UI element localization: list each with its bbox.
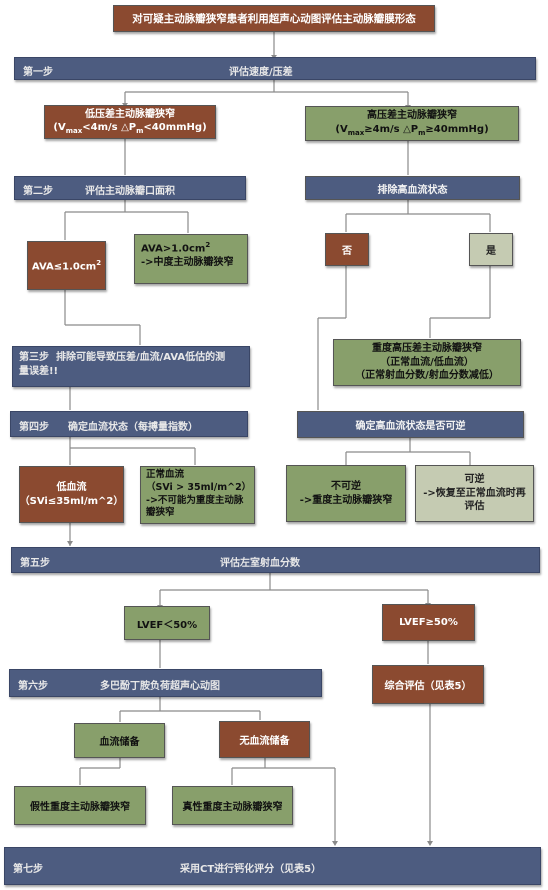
irreversible-line2: ->重度主动脉瓣狭窄 [299, 494, 393, 506]
irreversible-box: 不可逆 ->重度主动脉瓣狭窄 [286, 465, 406, 522]
no-box: 否 [325, 233, 369, 266]
lvef-low-text: LVEF＜50% [136, 619, 198, 631]
step7-bar: 第七步 采用CT进行钙化评分（见表5） [4, 847, 541, 885]
step3-label: 第三步 [19, 352, 49, 363]
low-cond2: <40mmHg) [143, 122, 207, 134]
high-vsub: max [347, 128, 365, 137]
high-gradient-criteria: (Vmax≥4m/s △Pm≥40mmHg) [335, 123, 489, 137]
low-gradient-criteria: (Vmax<4m/s △Pm<40mmHg) [53, 122, 207, 136]
step3-bar: 第三步 排除可能导致压差/血流/AVA低估的测 量误差!! [12, 346, 250, 387]
high-cond2: ≥40mmHg) [425, 123, 489, 135]
reversible-line1: 可逆 [464, 474, 485, 486]
pseudo-severe-box: 假性重度主动脉瓣狭窄 [14, 786, 146, 825]
step4-bar: 第四步 确定血流状态（每搏量指数） [10, 411, 248, 437]
no-flow-reserve-text: 无血流储备 [239, 736, 290, 747]
high-v: V [339, 123, 348, 135]
no-flow-reserve-box: 无血流储备 [219, 721, 310, 758]
low-vsub: max [65, 127, 83, 136]
step3-text: 排除可能导致压差/血流/AVA低估的测 [55, 352, 226, 363]
reversible-question-text: 确定高血流状态是否可逆 [355, 421, 466, 432]
lvef-high-text: LVEF≥50% [399, 617, 458, 628]
low-gradient-box: 低压差主动脉瓣狭窄 (Vmax<4m/s △Pm<40mmHg) [44, 105, 216, 139]
exclude-high-flow-box: 排除高血流状态 [305, 176, 520, 200]
low-v: V [57, 122, 66, 134]
step3-line1: 第三步 排除可能导致压差/血流/AVA低估的测 [19, 351, 243, 365]
comprehensive-box: 综合评估（见表5） [372, 665, 484, 704]
step2-bar: 第二步 评估主动脉瓣口面积 [14, 176, 246, 200]
low-gradient-title: 低压差主动脉瓣狭窄 [85, 108, 175, 120]
step6-text: 多巴酚丁胺负荷超声心动图 [100, 681, 220, 692]
normal-flow-line1: 正常血流 [146, 469, 185, 480]
ava-small-text: AVA≤1.0cm2 [32, 259, 101, 272]
ava-large-value: AVA>1.0cm2 [141, 241, 247, 256]
low-flow-line2: （SVi≤35ml/m^2） [19, 495, 124, 507]
true-severe-box: 真性重度主动脉瓣狭窄 [172, 786, 293, 825]
high-gradient-box: 高压差主动脉瓣狭窄 (Vmax≥4m/s △Pm≥40mmHg) [305, 106, 519, 141]
severe-high-box: 重度高压差主动脉瓣狭窄 （正常血流/低血流） （正常射血分数/射血分数减低） [333, 339, 521, 386]
normal-flow-box: 正常血流 （SVi > 35ml/m^2） ->不可能为重度主动脉 瓣狭窄 [140, 466, 255, 524]
normal-flow-line3: ->不可能为重度主动脉 [146, 494, 244, 506]
ava-small-sup: 2 [96, 258, 102, 267]
exclude-high-flow-text: 排除高血流状态 [377, 184, 448, 196]
step5-label: 第五步 [20, 558, 50, 569]
step2-label: 第二步 [23, 186, 53, 197]
high-cond1: ≥4m/s △P [364, 123, 419, 135]
reversible-line2: ->恢复至正常血流时再 [423, 487, 526, 499]
step7-label: 第七步 [13, 864, 43, 875]
ava-large-sup: 2 [205, 241, 211, 249]
low-flow-line1: 低血流 [56, 482, 87, 493]
flow-reserve-text: 血流储备 [99, 737, 140, 748]
low-cond1: <4m/s △P [82, 122, 137, 134]
lvef-high-box: LVEF≥50% [382, 604, 475, 641]
step3-line2: 量误差!! [19, 365, 59, 377]
irreversible-line1: 不可逆 [331, 481, 361, 492]
flow-reserve-box: 血流储备 [74, 723, 165, 758]
step1-bar: 第一步 评估速度/压差 [14, 57, 536, 80]
pseudo-severe-text: 假性重度主动脉瓣狭窄 [30, 802, 130, 813]
title-box: 对可疑主动脉瓣狭窄患者利用超声心动图评估主动脉瓣膜形态 [113, 5, 435, 32]
ava-small-value: AVA≤1.0cm [31, 261, 97, 273]
step4-text: 确定血流状态（每搏量指数） [68, 422, 198, 433]
step6-bar: 第六步 多巴酚丁胺负荷超声心动图 [9, 669, 322, 697]
ava-large-text: AVA>1.0cm [141, 243, 206, 255]
yes-box: 是 [469, 233, 513, 266]
step7-text: 采用CT进行钙化评分（见表5） [180, 864, 322, 875]
high-psub: m [418, 128, 426, 137]
no-label: 否 [342, 246, 352, 257]
step1-text: 评估速度/压差 [229, 67, 293, 78]
severe-high-line2: （正常血流/低血流） [380, 356, 474, 368]
step5-bar: 第五步 评估左室射血分数 [11, 547, 540, 573]
severe-high-line3: （正常射血分数/射血分数减低） [355, 370, 499, 382]
ava-large-box: AVA>1.0cm2 ->中度主动脉瓣狭窄 [134, 234, 248, 284]
step1-label: 第一步 [23, 67, 53, 78]
low-psub: m [136, 127, 144, 136]
low-flow-box: 低血流 （SVi≤35ml/m^2） [19, 466, 124, 523]
normal-flow-line4: 瓣狭窄 [146, 507, 175, 519]
step5-text: 评估左室射血分数 [220, 558, 300, 569]
true-severe-text: 真性重度主动脉瓣狭窄 [182, 802, 283, 813]
reversible-question-box: 确定高血流状态是否可逆 [297, 411, 524, 438]
lvef-low-box: LVEF＜50% [124, 606, 210, 640]
ava-small-box: AVA≤1.0cm2 [27, 241, 106, 290]
reversible-box: 可逆 ->恢复至正常血流时再 评估 [415, 465, 534, 522]
step4-label: 第四步 [19, 422, 49, 433]
yes-label: 是 [486, 246, 496, 257]
title-text: 对可疑主动脉瓣狭窄患者利用超声心动图评估主动脉瓣膜形态 [132, 13, 416, 25]
step6-label: 第六步 [18, 681, 48, 692]
comprehensive-text: 综合评估（见表5） [384, 681, 472, 692]
high-gradient-title: 高压差主动脉瓣狭窄 [367, 110, 457, 122]
severe-high-line1: 重度高压差主动脉瓣狭窄 [372, 343, 482, 355]
reversible-line3: 评估 [464, 501, 485, 513]
step2-text: 评估主动脉瓣口面积 [85, 186, 175, 197]
ava-large-result: ->中度主动脉瓣狭窄 [141, 256, 234, 268]
normal-flow-line2: （SVi > 35ml/m^2） [146, 481, 252, 493]
